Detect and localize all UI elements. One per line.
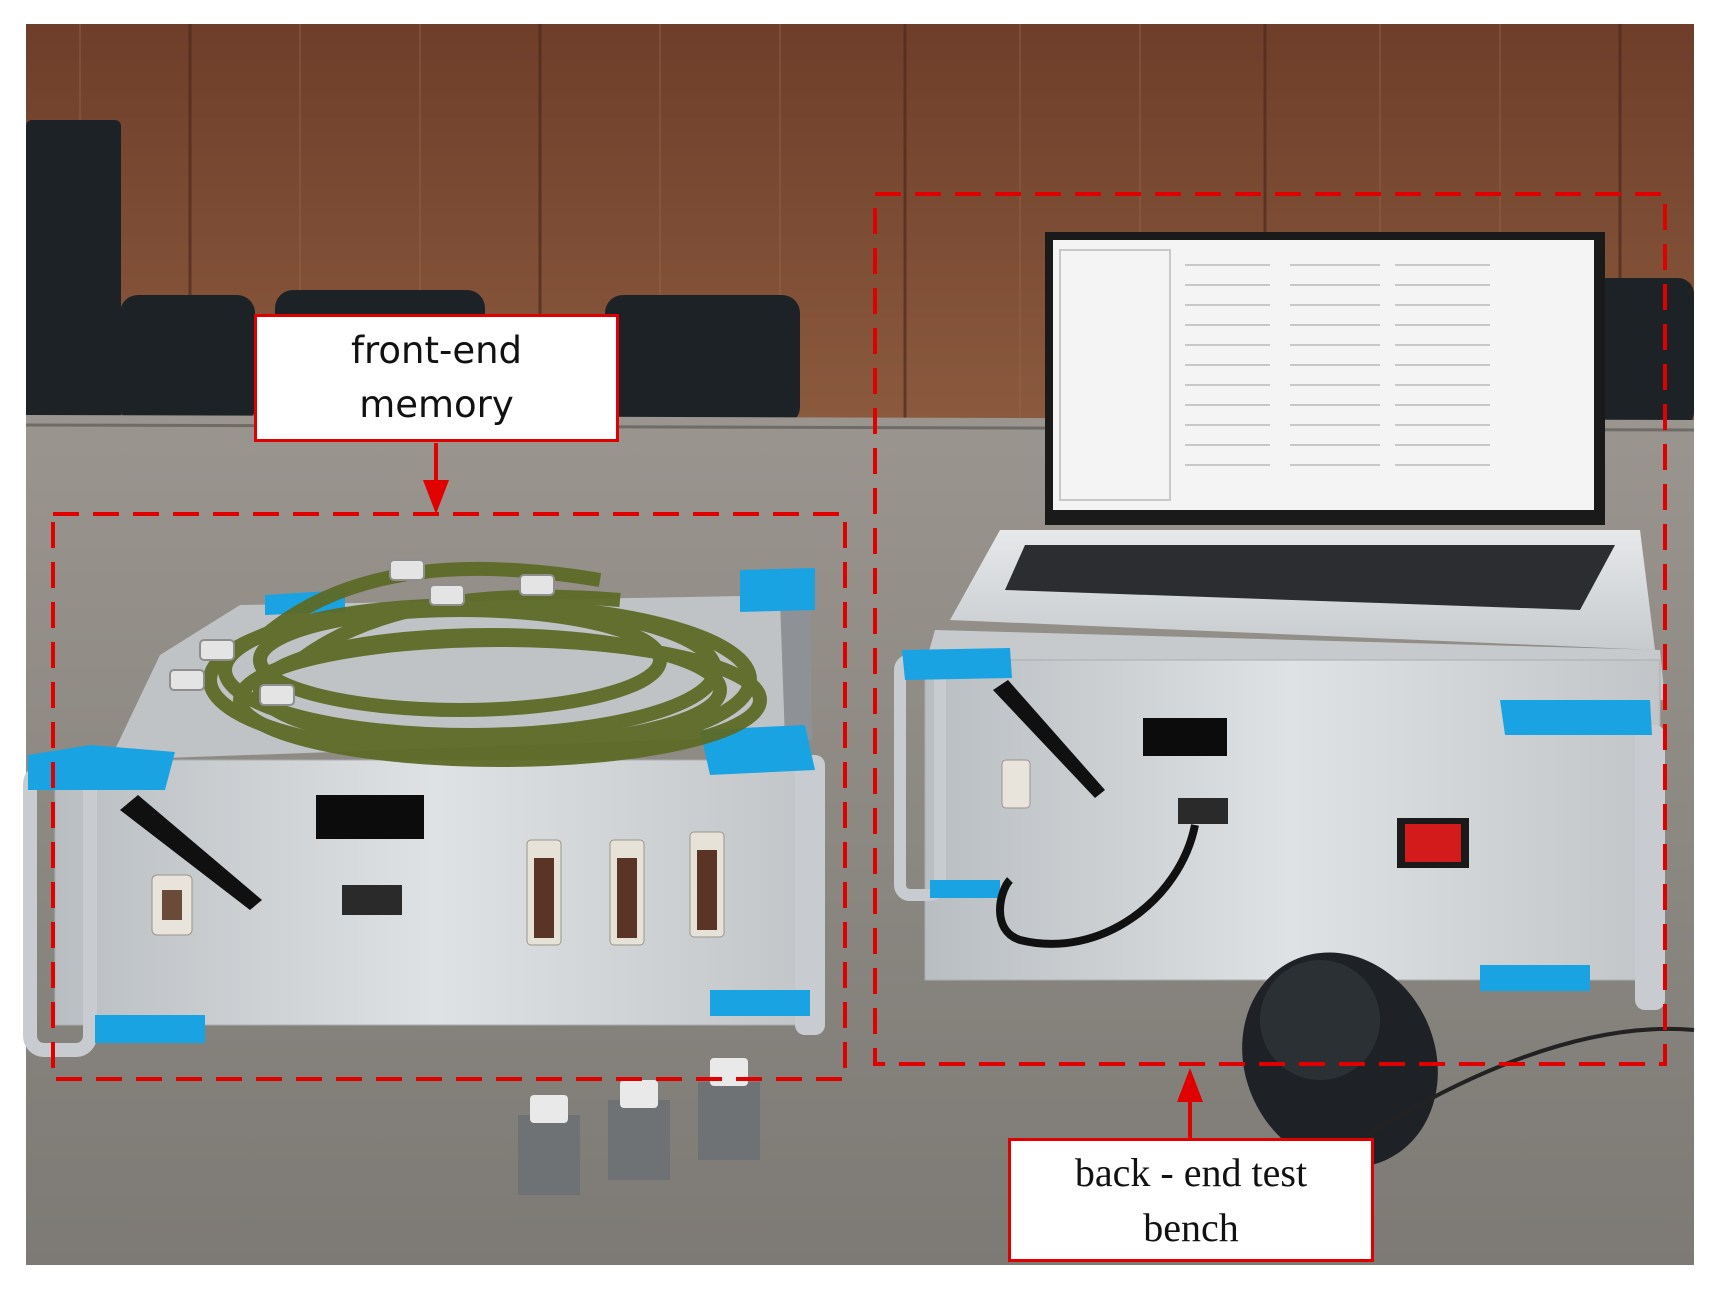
- back-end-test-bench-label: back - end test bench: [1008, 1138, 1374, 1262]
- front-label-line2: memory: [359, 383, 514, 426]
- bracket: [902, 648, 1012, 680]
- keyboard: [1005, 545, 1615, 610]
- back-label-line1: back - end test: [1074, 1150, 1308, 1195]
- arrows: [423, 443, 1203, 1138]
- front-end-memory-label: front-end memory: [254, 314, 619, 442]
- front-arrow-head: [423, 480, 449, 514]
- ethernet-port: [1178, 798, 1228, 824]
- cable-connectors: [169, 559, 555, 706]
- screen-content: [1059, 249, 1490, 501]
- annotations: [51, 192, 1667, 1081]
- bracket: [700, 725, 815, 775]
- chair: [120, 295, 255, 425]
- bracket: [740, 568, 815, 612]
- front-label-line1: front-end: [350, 329, 523, 372]
- sensor: [698, 1082, 760, 1160]
- antenna: [993, 680, 1105, 798]
- laptop-screen: [1053, 240, 1594, 510]
- back-end-dashed-box: [873, 192, 1667, 1066]
- back-end-test-bench: [894, 232, 1665, 1010]
- back-arrow-head: [1177, 1068, 1203, 1102]
- handle: [795, 755, 825, 1035]
- chair: [1588, 278, 1694, 428]
- sensor: [518, 1115, 580, 1195]
- display-window: [1143, 718, 1227, 756]
- bracket: [95, 1015, 205, 1043]
- ethernet-port: [342, 885, 402, 915]
- sensor: [608, 1100, 670, 1180]
- bracket: [710, 990, 810, 1016]
- display-window: [316, 795, 424, 839]
- mouse: [1242, 952, 1695, 1168]
- back-label-line2: bench: [1143, 1205, 1239, 1250]
- bracket: [1480, 965, 1590, 991]
- bracket: [930, 880, 1000, 898]
- ethernet-cable: [996, 824, 1199, 948]
- chair: [26, 120, 121, 420]
- chair: [605, 295, 800, 425]
- bracket: [28, 745, 175, 790]
- handle: [1635, 725, 1665, 1010]
- sensor-blocks: [518, 1058, 760, 1195]
- antenna: [120, 795, 262, 910]
- connector: [1001, 759, 1031, 809]
- front-end-memory-device: [23, 559, 825, 1057]
- bracket: [1500, 700, 1652, 735]
